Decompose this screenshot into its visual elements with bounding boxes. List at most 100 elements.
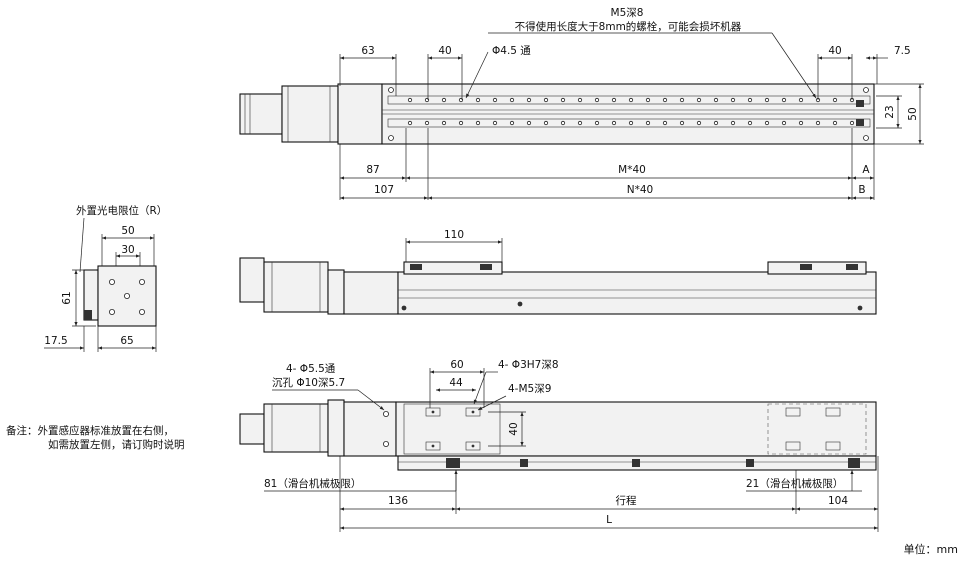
end-dim-61: 61: [61, 291, 73, 304]
bottom-pin-note: 4- Φ3H7深8: [498, 359, 559, 371]
end-sensor-label: 外置光电限位（R）: [76, 204, 167, 217]
top-dim-7-5: 7.5: [894, 45, 911, 57]
end-view: 外置光电限位（R） 50 30 61 17.5 65: [44, 204, 167, 352]
bottom-motor-body: [263, 403, 329, 453]
rail-hole: [441, 120, 447, 126]
bottom-flange: [327, 399, 345, 457]
top-dim-23: 23: [884, 105, 896, 118]
rail-hole: [526, 97, 532, 103]
rail-hole: [492, 97, 498, 103]
rail-hole: [713, 97, 719, 103]
rail-hole: [577, 97, 583, 103]
rail-hole: [407, 120, 413, 126]
top-motor-flange: [281, 85, 339, 143]
rail-hole: [577, 120, 583, 126]
top-dim-107: 107: [374, 184, 394, 196]
rail-hole: [611, 97, 617, 103]
top-lower-rail: [387, 118, 871, 128]
bottom-carriage-left: [403, 403, 501, 455]
rail-hole: [560, 97, 566, 103]
end-dim-17-5: 17.5: [44, 335, 67, 347]
end-body: [97, 265, 157, 327]
rail-hole: [747, 97, 753, 103]
side-view: 110: [239, 229, 877, 315]
unit-label: 单位：mm: [904, 542, 958, 556]
rail-hole: [662, 120, 668, 126]
rail-hole: [458, 120, 464, 126]
rail-hole: [407, 97, 413, 103]
side-carriage-right: [767, 261, 867, 275]
rail-hole: [611, 120, 617, 126]
bottom-dim-104: 104: [828, 495, 848, 507]
end-dim-30: 30: [121, 244, 134, 256]
top-dim-87: 87: [366, 164, 379, 176]
rail-hole: [798, 120, 804, 126]
remark-line-1: 备注：外置感应器标准放置在右侧，: [6, 424, 174, 437]
rail-hole: [509, 97, 515, 103]
rail-hole: [696, 97, 702, 103]
top-motor-body: [239, 93, 283, 135]
rail-hole: [730, 120, 736, 126]
rail-hole: [543, 97, 549, 103]
bottom-motor-rear: [239, 413, 265, 445]
rail-hole: [594, 120, 600, 126]
top-dim-b: B: [858, 184, 865, 196]
bottom-carriage-right: [767, 403, 867, 455]
top-view: 63 40 Φ4.5 通 M5深8 不得使用长度大于8mm的螺栓，可能会损坏机器…: [239, 7, 924, 200]
rail-hole: [560, 120, 566, 126]
top-dim-a: A: [862, 164, 870, 176]
rail-hole: [662, 97, 668, 103]
rail-hole: [696, 120, 702, 126]
rail-hole: [679, 120, 685, 126]
bottom-dim-l: L: [606, 514, 612, 526]
rail-hole: [475, 97, 481, 103]
bottom-dim-44: 44: [449, 377, 463, 389]
rail-hole: [679, 97, 685, 103]
top-dim-n40: N*40: [627, 184, 653, 196]
top-dim-m40: M*40: [618, 164, 646, 176]
top-coupling-housing: [337, 83, 383, 145]
side-flange: [327, 269, 345, 315]
rail-hole: [441, 97, 447, 103]
rail-hole: [543, 120, 549, 126]
rail-hole: [645, 97, 651, 103]
rail-hole: [832, 97, 838, 103]
side-dim-110: 110: [444, 229, 464, 241]
side-carriage-left: [403, 261, 503, 275]
rail-hole: [424, 120, 430, 126]
rail-hole: [645, 120, 651, 126]
bottom-thread-note: 4-M5深9: [508, 383, 551, 395]
remark-line-2: 如需放置左侧，请订购时说明: [48, 438, 185, 451]
rail-hole: [509, 120, 515, 126]
bottom-coupling: [343, 401, 397, 457]
bottom-dim-40: 40: [508, 422, 520, 435]
rail-hole: [713, 120, 719, 126]
rail-hole: [798, 97, 804, 103]
top-dim-50: 50: [907, 107, 919, 120]
bottom-hole-note-2: 沉孔 Φ10深5.7: [272, 376, 345, 389]
rail-hole: [628, 120, 634, 126]
rail-hole: [594, 97, 600, 103]
rail-hole: [815, 120, 821, 126]
bottom-dim-60: 60: [450, 359, 463, 371]
top-upper-rail: [387, 95, 871, 105]
top-dim-40-left: 40: [438, 45, 451, 57]
side-coupling: [343, 271, 399, 315]
rail-hole: [764, 120, 770, 126]
end-dim-65: 65: [120, 335, 133, 347]
bottom-dim-stroke: 行程: [616, 494, 637, 507]
rail-hole: [781, 120, 787, 126]
rail-hole: [475, 120, 481, 126]
side-body: [397, 271, 877, 315]
bottom-view: 4- Φ5.5通 沉孔 Φ10深5.7 60 44 4- Φ3H7深8 4-M5…: [239, 359, 879, 532]
rail-hole: [628, 97, 634, 103]
rail-hole: [730, 97, 736, 103]
rail-hole: [764, 97, 770, 103]
end-dim-50: 50: [121, 225, 134, 237]
bottom-hole-note-1: 4- Φ5.5通: [286, 363, 336, 375]
top-note-m5: M5深8: [611, 7, 644, 19]
rail-hole: [526, 120, 532, 126]
rail-hole: [747, 120, 753, 126]
top-dim-63: 63: [361, 45, 374, 57]
